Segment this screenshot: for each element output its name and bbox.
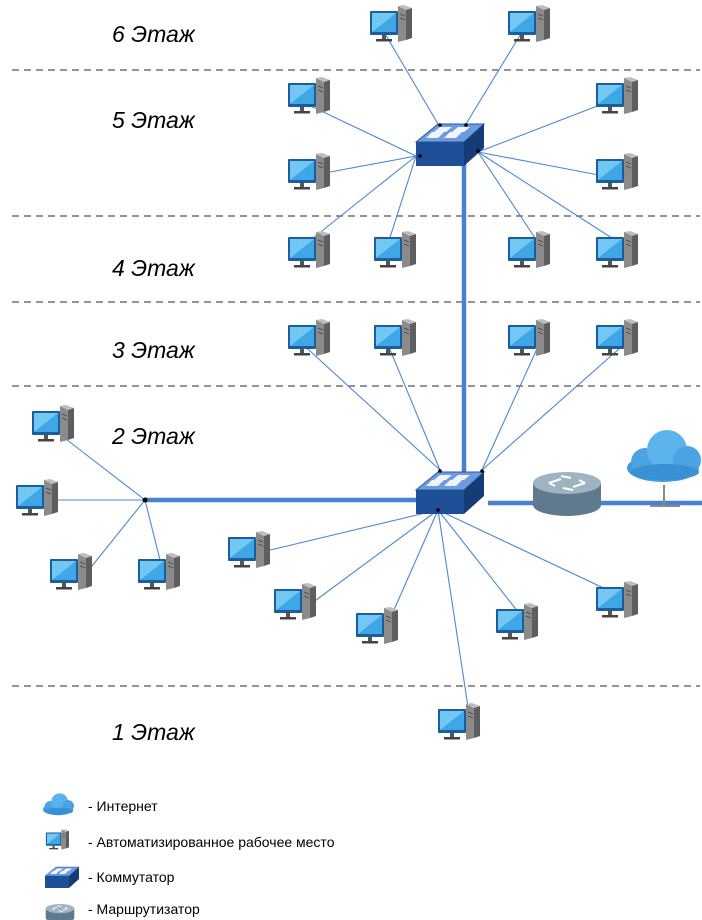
- workstation-icon: [507, 318, 551, 357]
- workstation-icon: [137, 552, 181, 591]
- legend: - Интернет - Автоматизированное рабочее …: [42, 793, 335, 920]
- router-icon: [45, 903, 75, 920]
- workstation-icon: [437, 702, 481, 741]
- switch-icon: [44, 866, 80, 889]
- workstation-icon: [31, 404, 75, 443]
- workstation-icon: [355, 606, 399, 645]
- workstation-icon: [373, 230, 417, 269]
- floor-label-2: 2 Этаж: [111, 423, 196, 449]
- workstation-icon: [287, 76, 331, 115]
- workstation-icon: [495, 602, 539, 641]
- workstation-icon: [369, 4, 413, 43]
- workstation-icon: [507, 4, 551, 43]
- floor-label-1: 1 Этаж: [112, 719, 196, 745]
- floor-label-4: 4 Этаж: [112, 255, 196, 281]
- legend-label-internet: - Интернет: [88, 798, 158, 814]
- workstation-icon: [507, 230, 551, 269]
- workstation-icon: [287, 152, 331, 191]
- switch-icon: [415, 471, 485, 515]
- router-icon: [532, 471, 602, 517]
- workstation-icon: [595, 76, 639, 115]
- lower-switch-links: [261, 339, 630, 721]
- workstation-icon: [287, 230, 331, 269]
- workstation-icon: [15, 478, 59, 517]
- floor-label-5: 5 Этаж: [112, 107, 196, 133]
- legend-label-switch: - Коммутатор: [88, 869, 175, 885]
- legend-label-router: - Маршрутизатор: [88, 901, 200, 917]
- cloud-icon: [42, 793, 74, 816]
- workstation-icon: [45, 829, 70, 850]
- workstation-icon: [595, 152, 639, 191]
- workstation-icon: [373, 318, 417, 357]
- cloud-icon: [627, 430, 701, 482]
- hub-links: [52, 435, 165, 577]
- workstation-icon: [49, 552, 93, 591]
- workstation-icon: [273, 582, 317, 621]
- floor-label-3: 3 Этаж: [112, 337, 196, 363]
- workstation-icon: [227, 530, 271, 569]
- workstation-icon: [595, 230, 639, 269]
- floor-label-6: 6 Этаж: [112, 21, 196, 47]
- internet-cloud: [627, 430, 701, 507]
- switch-icon: [415, 123, 485, 167]
- legend-label-workstation: - Автоматизированное рабочее место: [88, 834, 335, 850]
- workstation-icon: [595, 580, 639, 619]
